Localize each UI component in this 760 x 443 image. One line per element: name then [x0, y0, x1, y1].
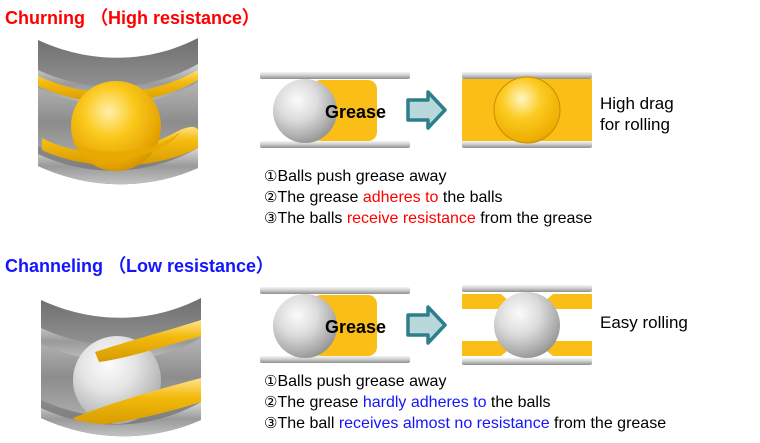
bullet-line: ③The ball receives almost no resistance … [264, 413, 666, 434]
bearing-cutaway-churning [30, 30, 205, 210]
bullet-text: The grease [277, 394, 363, 411]
bullet-text: The ball [277, 415, 339, 432]
bullet-text-tail: from the grease [549, 415, 667, 432]
result-label-line-1: Easy rolling [600, 313, 688, 332]
bullet-text: The balls [277, 210, 347, 227]
bullet-list-channeling: ①Balls push grease away ②The grease hard… [264, 371, 666, 434]
bullet-line: ③The balls receive resistance from the g… [264, 208, 592, 229]
section-title-churning: Churning （High resistance） [5, 8, 261, 28]
schematic-channeling: Grease [255, 283, 600, 373]
bullet-text: The grease [277, 189, 363, 206]
bullet-highlight: adheres to [362, 189, 439, 206]
bullet-text-tail: the balls [438, 189, 503, 206]
bullet-text-tail: from the grease [475, 210, 593, 227]
result-label-line-2: for rolling [600, 115, 670, 134]
bullet-number: ③ [264, 415, 278, 432]
section-title-channeling: Channeling （Low resistance） [5, 256, 275, 276]
bullet-highlight: receive resistance [346, 210, 476, 227]
bullet-text: Balls push grease away [277, 373, 447, 390]
bullet-number: ③ [264, 210, 278, 227]
right-arrow-icon [406, 305, 447, 345]
right-arrow-icon [406, 90, 447, 130]
bullet-line: ②The grease hardly adheres to the balls [264, 392, 666, 413]
bearing-cutaway-channeling [33, 292, 208, 443]
bullet-number: ② [264, 189, 278, 206]
bullet-number: ① [264, 373, 278, 390]
bullet-highlight: receives almost no resistance [338, 415, 550, 432]
bullet-text: Balls push grease away [277, 168, 447, 185]
result-label-line-1: High drag [600, 94, 674, 113]
bullet-number: ① [264, 168, 278, 185]
result-label-high-drag: High drag for rolling [600, 93, 674, 135]
bullet-text-tail: the balls [486, 394, 551, 411]
bullet-highlight: hardly adheres to [362, 394, 487, 411]
bullet-list-churning: ①Balls push grease away ②The grease adhe… [264, 166, 592, 229]
bullet-line: ②The grease adheres to the balls [264, 187, 592, 208]
schematic-churning: Grease [255, 68, 600, 158]
bullet-number: ② [264, 394, 278, 411]
bullet-line: ①Balls push grease away [264, 166, 592, 187]
grease-label-bottom: Grease [325, 317, 386, 337]
bullet-line: ①Balls push grease away [264, 371, 666, 392]
result-label-easy-rolling: Easy rolling [600, 312, 688, 333]
grease-label-top: Grease [325, 102, 386, 122]
